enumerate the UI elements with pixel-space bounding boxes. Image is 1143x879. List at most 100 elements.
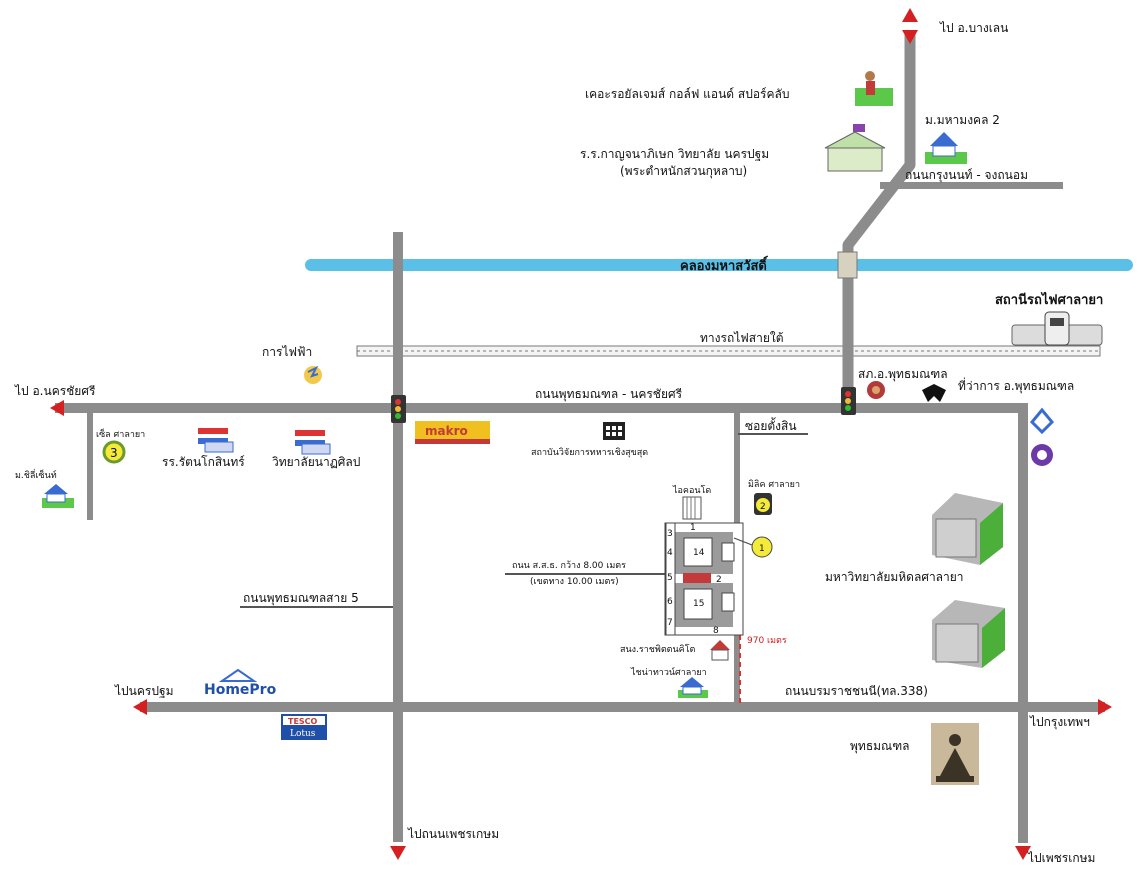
- police-label: สภ.อ.พุทธมณฑล: [858, 367, 948, 382]
- arrow-south-right: [1015, 846, 1031, 860]
- rattanakosin-school-label: รร.รัตนโกสินทร์: [162, 455, 245, 469]
- road-sai5-line: [240, 606, 393, 608]
- institute-label: สถาบันวิจัยการทหารเชิงสุขสุด: [531, 447, 648, 458]
- direction-top: ไป อ.บางเลน: [939, 21, 1008, 35]
- traffic-light-right: [841, 387, 856, 415]
- chili-village-label: ม.ชิลี่เซ็นท์: [15, 468, 57, 481]
- distance-label: 970 เมตร: [747, 636, 787, 646]
- road-right-vertical: [1018, 403, 1028, 843]
- marker-2: 2: [754, 493, 772, 515]
- road-label-soi: ซอยตั้งสิน: [745, 417, 797, 433]
- plot-n1: 1: [690, 523, 696, 533]
- station-label: สถานีรถไฟศาลายา: [995, 291, 1103, 308]
- road-sso-line: [505, 573, 665, 575]
- chili-village-icon: [42, 484, 74, 508]
- road-far-left: [87, 408, 93, 520]
- school-label-2: (พระตำหนักสวนกุหลาบ): [620, 164, 747, 179]
- village-bottom-icon: [678, 677, 708, 698]
- tesco-lotus-logo: TESCO Lotus: [281, 714, 327, 740]
- condo-tower-icon: [682, 496, 702, 520]
- bridge: [837, 251, 858, 279]
- direction-left: ไป อ.นครชัยศรี: [14, 384, 96, 398]
- golf-label: เคอะรอยัลเจมส์ กอล์ฟ แอนด์ สปอร์คลับ: [585, 87, 789, 101]
- arrow-east-bottom: [1098, 699, 1112, 715]
- mahamongkol-label: ม.มหามงคล 2: [925, 113, 1000, 127]
- diamond-logo-icon: [1029, 407, 1055, 435]
- arrow-south-center: [390, 846, 406, 860]
- railway-label: ทางรถไฟสายใต้: [700, 331, 784, 345]
- canal-label: คลองมหาสวัสดิ์: [680, 255, 769, 274]
- road-label-sai5: ถนนพุทธมณฑลสาย 5: [243, 591, 359, 606]
- salaya3-label: เซ็ล ศาลายา: [96, 427, 145, 440]
- buddhamonthon-label: พุทธมณฑล: [850, 739, 910, 754]
- office-label: สนง.ราชพิตตนคิโต: [620, 644, 696, 655]
- plot-n2: 2: [716, 575, 722, 585]
- arrow-west: [50, 400, 64, 416]
- road-main-horizontal: [55, 403, 1025, 413]
- homepro-logo: HomePro: [204, 668, 277, 698]
- house-icon: [710, 640, 730, 661]
- plot-n4: 4: [667, 548, 673, 558]
- electric-label: การไฟฟ้า: [262, 345, 312, 359]
- traffic-light-left: [391, 395, 406, 423]
- road-label-krung-nonthaburi: ถนนกรุงนนท์ - จงถนอม: [905, 168, 1028, 183]
- village-bottom-label: ไชน่าทาวน์ศาลายา: [630, 666, 707, 678]
- mahidol-building-icon-2: [932, 600, 1005, 668]
- school-flag-icon-2: [295, 430, 331, 455]
- icon-condo-label: ไอคอนโด: [672, 485, 711, 496]
- plot-n5: 5: [667, 573, 673, 583]
- road-left-vertical: [393, 232, 403, 842]
- plot-n6: 6: [667, 597, 673, 607]
- svg-text:1: 1: [759, 544, 765, 554]
- direction-left-bottom: ไปนครปฐม: [114, 684, 173, 698]
- plot-n8: 8: [713, 626, 719, 636]
- canal: [305, 259, 1133, 271]
- police-badge-icon: [867, 381, 885, 399]
- electric-authority-icon: [304, 365, 322, 384]
- train-station-icon: [1011, 311, 1103, 346]
- marker-1: 1: [751, 536, 773, 558]
- plot-14: 14: [693, 548, 705, 558]
- road-bottom: [140, 702, 1105, 712]
- road-north: [842, 30, 916, 400]
- road-label-borommaratchachonnani: ถนนบรมราชชนนี(ทล.338): [785, 684, 928, 698]
- arrow-north: [902, 8, 918, 22]
- arrow-north-stub: [902, 30, 918, 44]
- direction-right-bottom: ไปกรุงเทพฯ: [1029, 715, 1090, 730]
- natasilp-label: วิทยาลัยนาฏศิลป: [272, 455, 361, 469]
- building-icon: [603, 422, 625, 440]
- marker-1-leader: [733, 537, 753, 546]
- road-label-sso-1: ถนน ส.ส.ธ. กว้าง 8.00 เมตร: [512, 560, 626, 571]
- mahidol-label: มหาวิทยาลัยมหิดลศาลายา: [825, 570, 964, 584]
- plot-diagram: [664, 522, 744, 636]
- svg-text:makro: makro: [425, 424, 468, 438]
- school-building-icon: [824, 124, 886, 172]
- svg-text:Lotus: Lotus: [290, 729, 316, 739]
- district-office-label: ที่ว่าการ อ.พุทธมณฑล: [958, 377, 1074, 394]
- railway: [356, 345, 1101, 357]
- road-label-buddhamonthon-nakhonchaisi: ถนนพุทธมณฑล - นครชัยศรี: [535, 387, 683, 402]
- school-flag-icon-1: [198, 428, 234, 453]
- marker-3: 3: [102, 440, 126, 464]
- road-soi-label-line: [738, 433, 808, 435]
- university-seal-icon: [1031, 444, 1053, 466]
- makro-logo: makro: [415, 421, 490, 444]
- road-label-sso-2: (เขตทาง 10.00 เมตร): [530, 577, 619, 587]
- village-house-icon: [925, 132, 967, 164]
- buddha-statue-icon: [931, 723, 979, 785]
- school-label-1: ร.ร.กาญจนาภิเษก วิทยาลัย นครปฐม: [580, 147, 769, 161]
- svg-text:TESCO: TESCO: [288, 717, 318, 726]
- plot-n3: 3: [667, 529, 673, 539]
- plot-n7: 7: [667, 618, 673, 628]
- direction-bottom-center: ไปถนนเพชรเกษม: [407, 827, 499, 841]
- svg-text:HomePro: HomePro: [204, 682, 277, 698]
- direction-bottom-right: ไปเพชรเกษม: [1027, 851, 1095, 865]
- svg-text:3: 3: [110, 446, 118, 460]
- svg-text:2: 2: [760, 502, 766, 512]
- salaya2-label: มิลิค ศาลายา: [748, 479, 800, 490]
- road-krung-nonthaburi: [880, 182, 1063, 189]
- arrow-west-bottom: [133, 699, 147, 715]
- golf-icon: [855, 71, 893, 106]
- plot-15: 15: [693, 599, 704, 609]
